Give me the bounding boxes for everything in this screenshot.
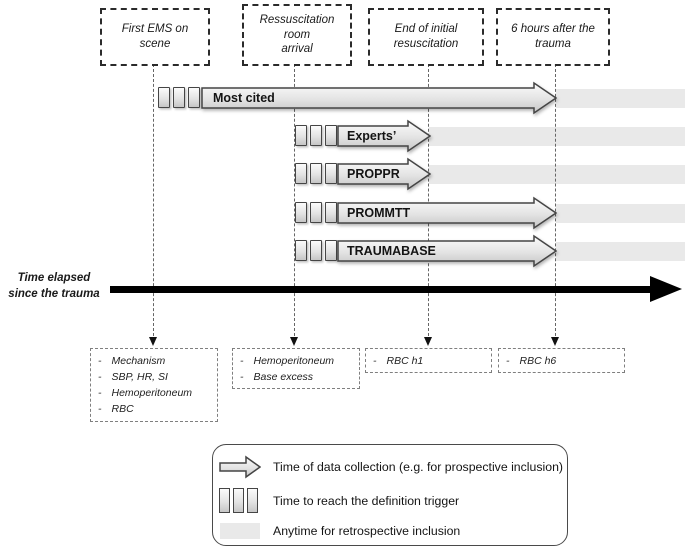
criteria-item: - RBC h6 [506,353,617,369]
legend-box: Time of data collection (e.g. for prospe… [212,444,568,546]
trigger-squares-most-cited [158,87,200,108]
dropline-arrowhead-icon [424,337,432,346]
trigger-squares-proppr [295,163,337,184]
event-box-label: First EMS on scene [121,23,189,50]
event-box-first-ems: First EMS on scene [100,8,210,66]
trigger-square-icon [173,87,185,108]
collection-arrow-label: Experts’ [347,129,396,143]
collection-arrow-proppr: PROPPR [337,157,431,191]
criteria-label: Mechanism [111,355,166,367]
event-box-6h-after-trauma: 6 hours after the trauma [496,8,610,66]
event-box-label: Ressuscitation room arrival [259,13,335,56]
criteria-box-first-ems: - Mechanism - SBP, HR, SI - Hemoperitone… [90,348,218,422]
criteria-box-end-initial-resus: - RBC h1 [365,348,492,373]
trigger-squares-traumabase [295,240,337,261]
collection-arrow-prommtt: PROMMTT [337,196,557,230]
criteria-box-resus-room: - Hemoperitoneum - Base excess [232,348,360,389]
criteria-item: - SBP, HR, SI [98,369,210,385]
timeline-arrowhead-icon [650,276,682,302]
criteria-label: SBP, HR, SI [111,371,168,383]
trigger-square-icon [188,87,200,108]
criteria-label: Hemoperitoneum [253,355,335,367]
collection-arrow-most-cited: Most cited [201,81,557,115]
block-arrow-shape [201,81,557,115]
bullet: - [240,371,244,383]
retro-band-experts [429,127,685,146]
timeline-axis-label: Time elapsed since the trauma [8,272,100,300]
block-arrow-shape [337,234,557,268]
retro-band-proppr [429,165,685,184]
bullet: - [373,355,377,367]
collection-arrow-label: PROPPR [347,167,400,181]
legend-item-collection-arrow: Time of data collection (e.g. for prospe… [219,455,563,479]
block-arrow-shape [337,119,431,153]
criteria-label: RBC h6 [519,355,557,367]
criteria-item: - RBC h1 [373,353,484,369]
criteria-label: RBC [111,403,134,415]
timeline-shaft [110,286,653,293]
criteria-item: - Hemoperitoneum [240,353,352,369]
retro-band-prommtt [556,204,685,223]
criteria-item: - Hemoperitoneum [98,385,210,401]
trigger-squares-experts [295,125,337,146]
block-arrow-icon [219,455,261,479]
trigger-square-icon [325,163,337,184]
legend-label: Time of data collection (e.g. for prospe… [273,460,564,474]
legend-label: Time to reach the definition trigger [273,493,460,508]
collection-arrow-label: Most cited [213,91,275,105]
criteria-item: - Mechanism [98,353,210,369]
bullet: - [98,355,102,367]
trigger-square-icon [310,125,322,146]
trigger-square-icon [325,125,337,146]
trigger-square-icon [325,202,337,223]
retro-band-most-cited [556,89,685,108]
trigger-square-icon [295,163,307,184]
bullet: - [98,403,102,415]
event-box-label: End of initial resuscitation [393,23,459,50]
criteria-box-6h: - RBC h6 [498,348,625,373]
trigger-squares-prommtt [295,202,337,223]
collection-arrow-label: PROMMTT [347,206,411,220]
collection-arrow-experts: Experts’ [337,119,431,153]
collection-arrow-traumabase: TRAUMABASE [337,234,557,268]
criteria-item: - Base excess [240,369,352,385]
bullet: - [98,387,102,399]
criteria-label: Hemoperitoneum [111,387,193,399]
dropline-arrowhead-icon [290,337,298,346]
legend-item-gray-band: Anytime for retrospective inclusion [219,522,460,539]
trigger-square-icon [310,240,322,261]
dropline-first-ems [153,64,154,336]
block-arrow-shape [337,196,557,230]
bullet: - [98,371,102,383]
dropline-arrowhead-icon [149,337,157,346]
trigger-square-icon [295,240,307,261]
criteria-item: - RBC [98,401,210,417]
trigger-square-icon [158,87,170,108]
trigger-square-icon [310,163,322,184]
legend-label: Anytime for retrospective inclusion [273,523,461,538]
trigger-square-icon [295,202,307,223]
criteria-label: Base excess [253,371,314,383]
bullet: - [506,355,510,367]
legend-item-trigger-squares: Time to reach the definition trigger [219,488,459,513]
dropline-end-initial-resus [428,64,429,336]
trigger-square-icon [295,125,307,146]
event-box-end-initial-resus: End of initial resuscitation [368,8,484,66]
trigger-square-icon [325,240,337,261]
gray-band-icon [219,522,261,539]
dropline-arrowhead-icon [551,337,559,346]
block-arrow-shape [337,157,431,191]
trigger-square-icon [310,202,322,223]
collection-arrow-label: TRAUMABASE [347,244,436,258]
retro-band-traumabase [556,242,685,261]
event-box-resus-room: Ressuscitation room arrival [242,4,352,66]
criteria-label: RBC h1 [386,355,424,367]
dropline-resus-room [294,64,295,336]
bullet: - [240,355,244,367]
event-box-label: 6 hours after the trauma [511,23,595,50]
dropline-6h [555,64,556,336]
trigger-squares-icon [219,488,261,513]
